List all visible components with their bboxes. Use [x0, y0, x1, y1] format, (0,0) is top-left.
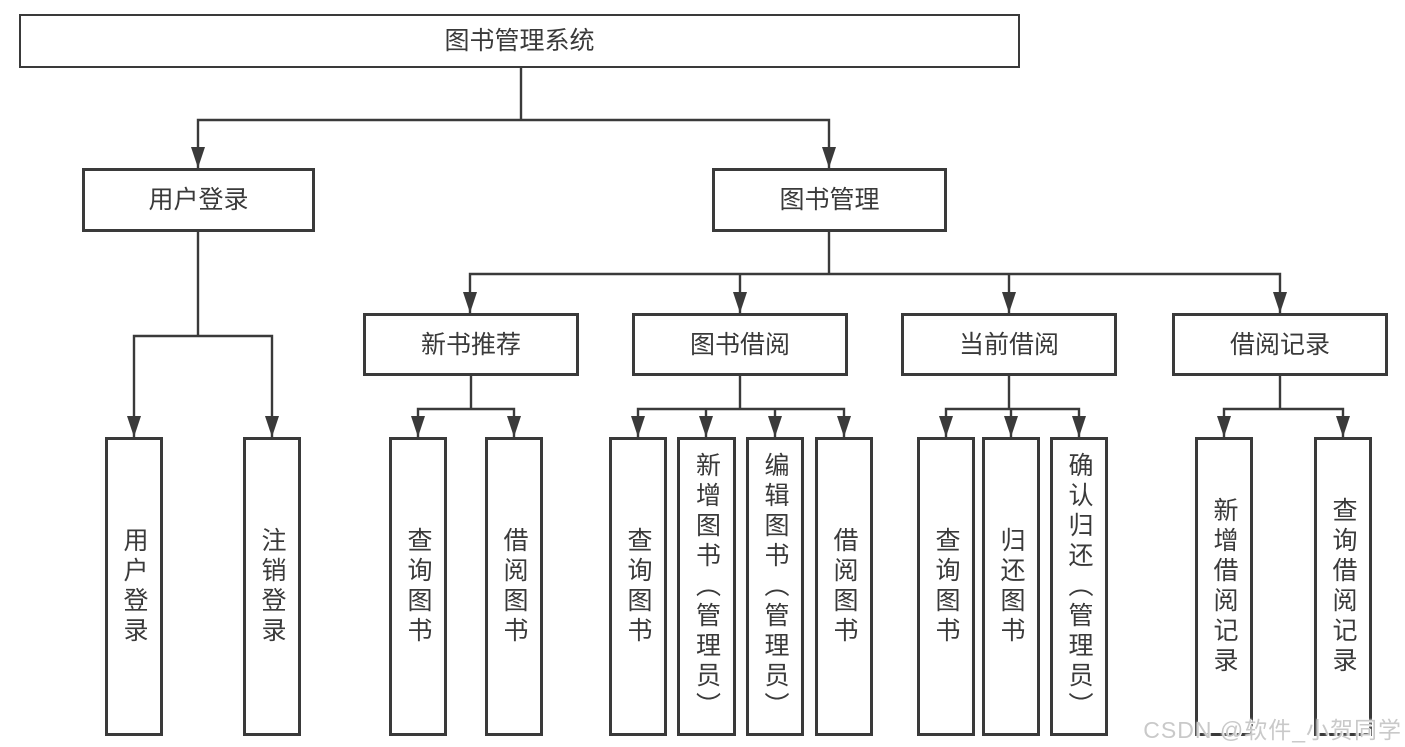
node-book-borrowing: 图书借阅 [632, 313, 848, 376]
node-leaf-borrow-books: 借阅图书 [815, 437, 873, 736]
node-leaf-query-books-recommend: 查询图书 [389, 437, 447, 736]
node-book-management-branch: 图书管理 [712, 168, 947, 232]
arrowheads [127, 147, 1350, 437]
node-leaf-add-books-admin: 新增图书（管理员） [677, 437, 736, 736]
tree-edges [132, 66, 1345, 439]
node-leaf-query-books-borrowing: 查询图书 [609, 437, 667, 736]
node-leaf-query-books-current: 查询图书 [917, 437, 975, 736]
node-current-borrowing: 当前借阅 [901, 313, 1117, 376]
node-leaf-edit-books-admin: 编辑图书（管理员） [746, 437, 804, 736]
node-leaf-return-books: 归还图书 [982, 437, 1040, 736]
node-leaf-confirm-return-admin: 确认归还（管理员） [1050, 437, 1108, 736]
node-new-book-recommend: 新书推荐 [363, 313, 579, 376]
node-leaf-add-borrow-record: 新增借阅记录 [1195, 437, 1253, 736]
node-leaf-logout: 注销登录 [243, 437, 301, 736]
node-leaf-user-login: 用户登录 [105, 437, 163, 736]
node-leaf-query-borrow-record: 查询借阅记录 [1314, 437, 1372, 736]
node-system-root: 图书管理系统 [19, 14, 1020, 68]
node-borrowing-records: 借阅记录 [1172, 313, 1388, 376]
csdn-watermark: CSDN @软件_小贺同学 [1143, 717, 1402, 743]
node-user-login-branch: 用户登录 [82, 168, 315, 232]
node-leaf-borrow-books-recommend: 借阅图书 [485, 437, 543, 736]
